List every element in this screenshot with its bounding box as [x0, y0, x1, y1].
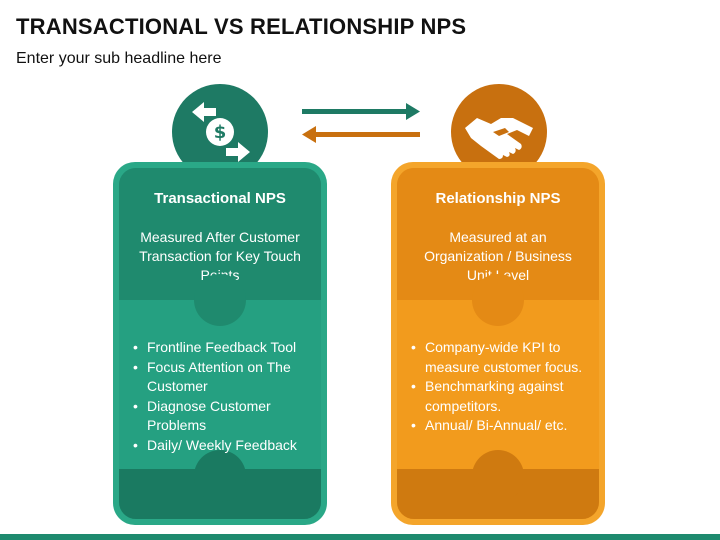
panel-title: Relationship NPS	[435, 190, 561, 207]
bullet-item: Benchmarking against competitors.	[407, 377, 591, 416]
svg-text:$: $	[214, 122, 227, 143]
page-subtitle: Enter your sub headline here	[16, 50, 222, 67]
panel-top-tab	[194, 274, 246, 326]
dollar-exchange-icon-graphic: $	[192, 102, 250, 162]
transactional-nps-panel: Transactional NPS Measured After Custome…	[113, 162, 327, 525]
bullet-item: Annual/ Bi-Annual/ etc.	[407, 416, 591, 436]
bullet-item: Daily/ Weekly Feedback	[129, 436, 313, 456]
panel-bottom-tab	[194, 450, 246, 502]
bottom-accent-bar	[0, 534, 720, 540]
bullet-list: Frontline Feedback Tool Focus Attention …	[129, 338, 313, 455]
bullet-item: Focus Attention on The Customer	[129, 358, 313, 397]
bullet-item: Frontline Feedback Tool	[129, 338, 313, 358]
bidirectional-arrows-icon	[302, 103, 420, 143]
handshake-icon-graphic	[465, 118, 533, 159]
panel-title: Transactional NPS	[154, 190, 286, 207]
bullet-item: Diagnose Customer Problems	[129, 397, 313, 436]
page-title: TRANSACTIONAL VS RELATIONSHIP NPS	[16, 14, 467, 39]
bullet-item: Company-wide KPI to measure customer foc…	[407, 338, 591, 377]
panel-top-tab	[472, 274, 524, 326]
panel-bottom-tab	[472, 450, 524, 502]
bullet-list: Company-wide KPI to measure customer foc…	[407, 338, 591, 436]
relationship-nps-panel: Relationship NPS Measured at an Organiza…	[391, 162, 605, 525]
